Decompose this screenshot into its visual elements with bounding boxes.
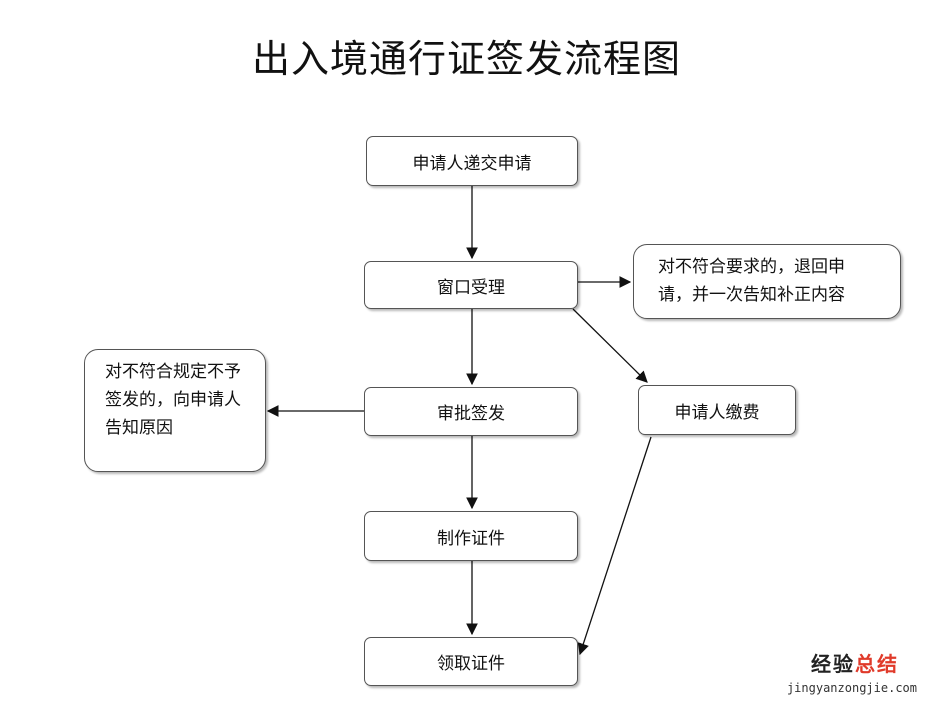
node-pay: 申请人缴费 — [638, 385, 796, 435]
watermark-logo: 经验总结 — [811, 648, 899, 677]
node-window: 窗口受理 — [364, 261, 578, 309]
node-apply: 申请人递交申请 — [366, 136, 578, 186]
arrow-pay-to-collect — [577, 436, 652, 656]
node-make: 制作证件 — [364, 511, 578, 561]
arrow-window-to-pay — [572, 308, 648, 383]
watermark-url: jingyanzongjie.com — [786, 681, 917, 695]
note-reject-return: 对不符合要求的，退回申请，并一次告知补正内容 — [633, 244, 901, 319]
node-collect: 领取证件 — [364, 637, 578, 686]
node-approve: 审批签发 — [364, 387, 578, 436]
watermark-brand-dark: 经验 — [811, 652, 855, 676]
watermark-brand-red: 总结 — [855, 652, 899, 676]
diagram-title: 出入境通行证签发流程图 — [251, 37, 681, 81]
note-reject-inform: 对不符合规定不予签发的，向申请人告知原因 — [84, 349, 266, 472]
